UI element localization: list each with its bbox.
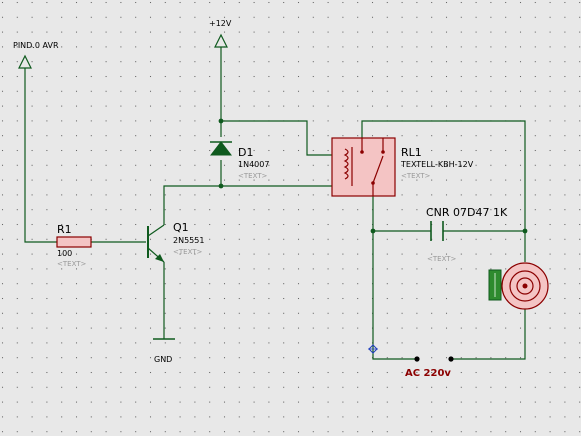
capacitor[interactable]: CNR 07D47 1K <TEXT>	[426, 206, 508, 263]
transistor-emitter-arrow-icon	[155, 254, 164, 262]
relay-rl1[interactable]: RL1 TEXTELL-KBH-12V <TEXT>	[331, 137, 474, 197]
avr-pin-label: PIND.0 AVR	[13, 41, 59, 50]
junctions	[218, 118, 528, 234]
wire-collector-node[interactable]	[163, 185, 221, 225]
q1-text: <TEXT>	[173, 248, 203, 256]
ac-terminal-left	[414, 356, 420, 362]
motor[interactable]	[488, 262, 549, 310]
wires	[24, 47, 526, 360]
d1-value: 1N4007	[238, 160, 269, 169]
transistor-q1[interactable]: Q1 2N5551 <TEXT>	[147, 221, 204, 263]
motor-ring-outer	[509, 270, 541, 302]
supply-terminal[interactable]: +12V	[209, 19, 232, 48]
q1-ref: Q1	[173, 221, 189, 234]
rl1-text: <TEXT>	[401, 172, 431, 180]
resistor-body	[56, 236, 92, 248]
wire-d1-top-to-relay[interactable]	[221, 120, 332, 156]
r1-text: <TEXT>	[57, 260, 87, 268]
junction-cap-right	[522, 228, 528, 234]
relay-coil-icon	[343, 148, 349, 180]
ground-terminal[interactable]: GND	[153, 338, 175, 364]
avr-pin-terminal[interactable]: PIND.0 AVR	[13, 41, 59, 69]
junction-cap-left	[370, 228, 376, 234]
ground-label: GND	[154, 355, 172, 364]
relay-contact-dot-right	[381, 150, 385, 154]
junction-d1-bottom	[218, 183, 224, 189]
rl1-ref: RL1	[401, 146, 422, 159]
diode-symbol-icon	[209, 141, 233, 156]
probe-marker[interactable]	[368, 344, 378, 354]
relay-body	[331, 137, 396, 197]
resistor-r1[interactable]: R1 100 <TEXT>	[56, 223, 92, 268]
r1-value: 100	[57, 249, 72, 258]
rl1-value: TEXTELL-KBH-12V	[400, 160, 474, 169]
wire-avr-to-r1[interactable]	[24, 68, 57, 243]
cap-label: CNR 07D47 1K	[426, 206, 508, 219]
junction-d1-top	[218, 118, 224, 124]
probe-marker-icon	[368, 344, 378, 354]
d1-ref: D1	[238, 146, 253, 159]
motor-shaft	[522, 283, 528, 289]
relay-switch-arm	[372, 155, 384, 184]
d1-text: <TEXT>	[238, 172, 268, 180]
r1-ref: R1	[57, 223, 72, 236]
diode-d1[interactable]: D1 1N4007 <TEXT>	[209, 141, 269, 180]
avr-pin-arrow-icon	[18, 54, 32, 69]
relay-contact-dot-left	[360, 150, 364, 154]
cap-text: <TEXT>	[427, 255, 457, 263]
ac-terminal-right	[448, 356, 454, 362]
wire-motor-to-ac[interactable]	[451, 309, 526, 360]
wire-relay-common-to-motor[interactable]	[361, 120, 526, 231]
transistor-collector	[147, 224, 165, 237]
supply-label: +12V	[209, 19, 232, 28]
supply-arrow-icon	[214, 33, 228, 48]
ac-label: AC 220v	[405, 368, 451, 379]
ac-source[interactable]: AC 220v	[405, 356, 454, 379]
q1-value: 2N5551	[173, 236, 204, 245]
motor-ring-inner	[516, 277, 534, 295]
